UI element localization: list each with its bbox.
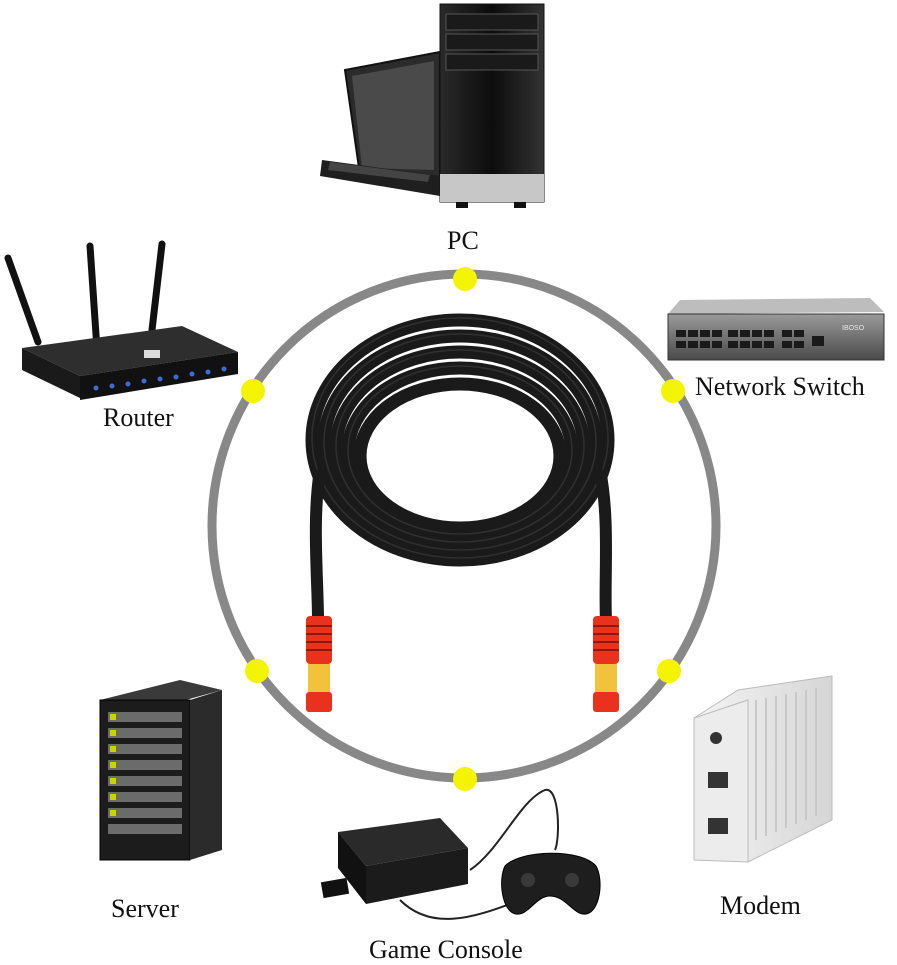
- node-lower-right: [657, 659, 681, 683]
- node-bottom: [453, 767, 477, 791]
- rj45-connector-right: [593, 616, 619, 712]
- rj45-connector-left: [306, 616, 332, 712]
- server-label: Server: [111, 894, 179, 923]
- network-switch-icon: IBOSO: [667, 298, 885, 361]
- node-top: [453, 267, 477, 291]
- node-upper-left: [241, 379, 265, 403]
- node-upper-right: [661, 379, 685, 403]
- router-label: Router: [103, 403, 174, 432]
- game-console-icon: [320, 789, 601, 920]
- node-lower-left: [245, 659, 269, 683]
- router-icon: [4, 240, 238, 400]
- server-icon: [99, 680, 222, 861]
- connection-nodes: [241, 267, 685, 791]
- pc-label: PC: [447, 226, 479, 255]
- modem-label: Modem: [720, 891, 801, 920]
- ethernet-cable: [305, 313, 619, 712]
- modem-icon: [693, 675, 833, 863]
- pc-icon: [320, 3, 545, 208]
- switch-brand-text: IBOSO: [842, 325, 865, 332]
- network-switch-label: Network Switch: [695, 372, 865, 401]
- game-console-label: Game Console: [369, 935, 523, 964]
